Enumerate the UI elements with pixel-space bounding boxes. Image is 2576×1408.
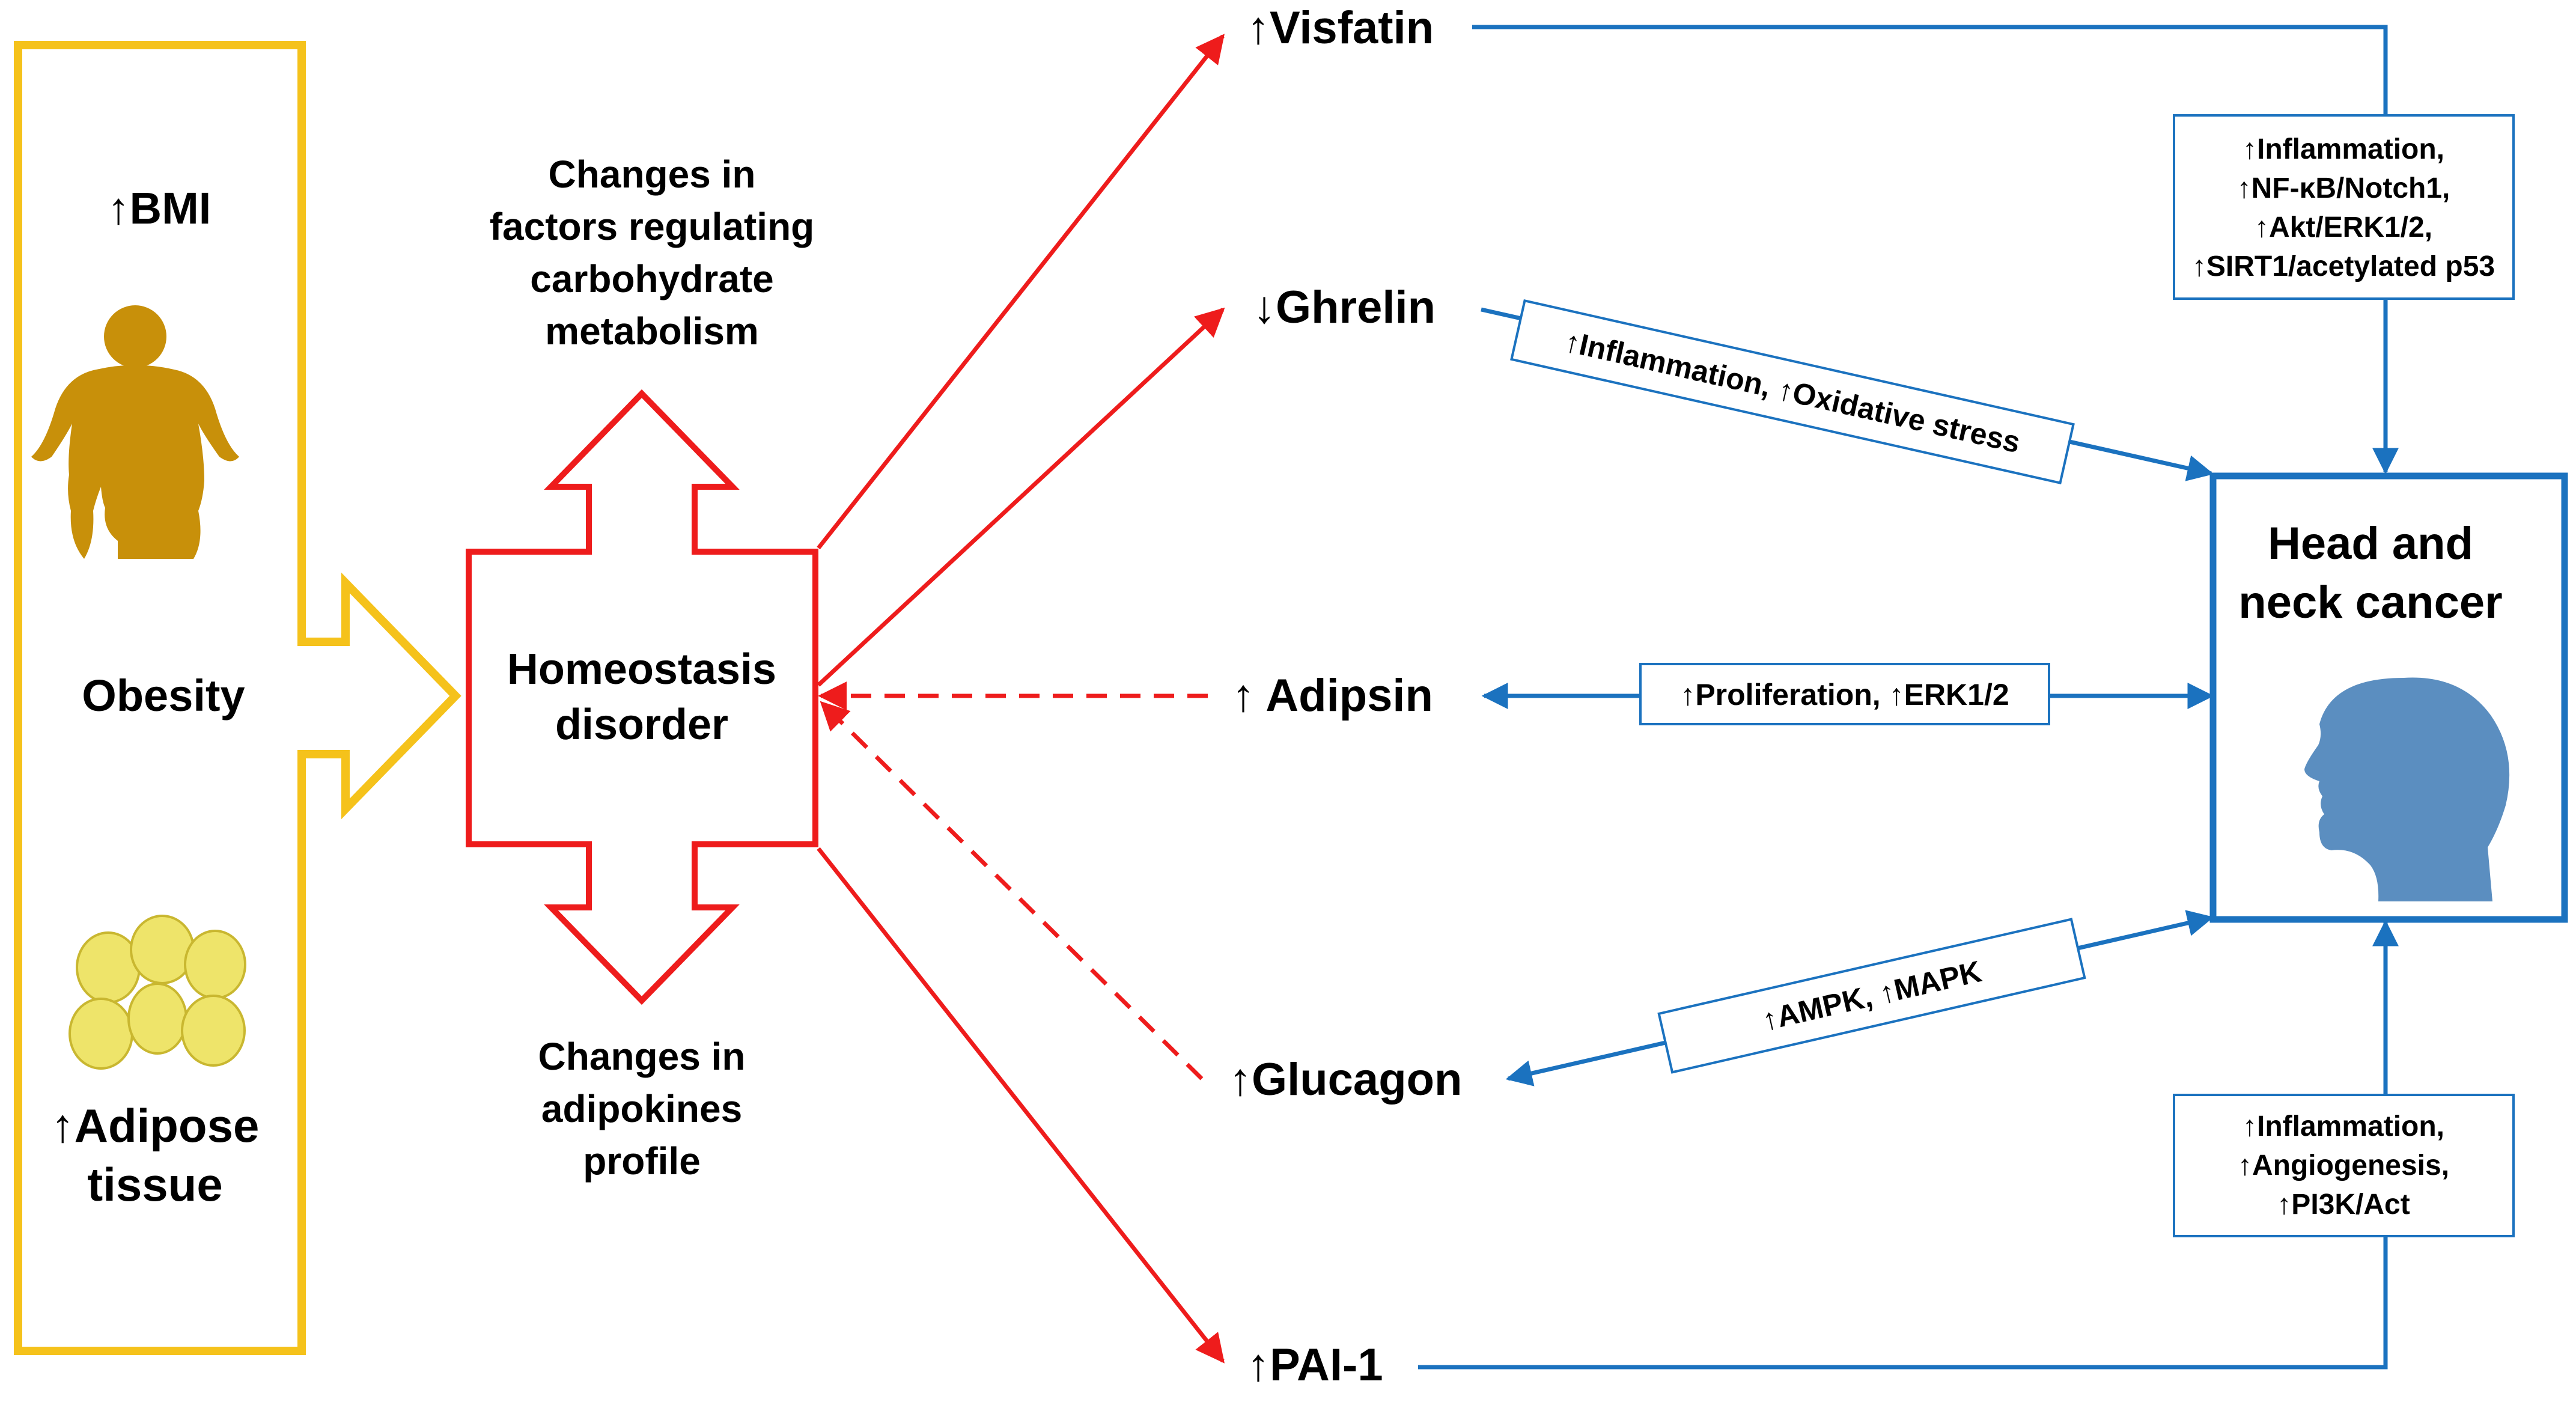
carbohydrate-label-line2: factors regulating (490, 205, 815, 248)
carbohydrate-label-line3: carbohydrate (530, 257, 773, 300)
ghrelin-mechanism-text: ↑Inflammation, ↑Oxidative stress (1562, 324, 2024, 459)
adipose-label-line2: tissue (87, 1158, 222, 1211)
adipsin-label: ↑ Adipsin (1232, 670, 1433, 721)
adipocyte-cluster-icon (69, 915, 246, 1070)
pai1-mechanism-line3: ↑PI3K/Act (2277, 1189, 2410, 1221)
pai1-mechanism-box (2173, 1094, 2515, 1237)
pai1-mechanism-line1: ↑Inflammation, (2243, 1111, 2444, 1142)
arrow-to-pai1 (817, 847, 1225, 1364)
cancer-label-line2: neck cancer (2238, 577, 2502, 628)
homeostasis-label-line2: disorder (555, 701, 728, 749)
pai1-label: ↑PAI-1 (1247, 1339, 1383, 1391)
visfatin-pathway-line (1472, 25, 2399, 475)
carbohydrate-label-line4: metabolism (545, 309, 759, 353)
adipsin-mechanism-text: ↑Proliferation, ↑ERK1/2 (1680, 678, 2009, 712)
visfatin-label: ↑Visfatin (1247, 2, 1434, 53)
visfatin-mechanism-line1: ↑Inflammation, (2243, 133, 2444, 165)
homeostasis-disorder-shape (466, 389, 818, 1005)
glucagon-mechanism-box: ↑AMPK, ↑MAPK (1657, 918, 2086, 1074)
obesity-label: Obesity (82, 671, 245, 721)
visfatin-mechanism-line2: ↑NF-κB/Notch1, (2237, 172, 2450, 204)
arrow-to-visfatin (817, 34, 1225, 550)
ghrelin-mechanism-box: ↑Inflammation, ↑Oxidative stress (1510, 299, 2075, 485)
dashed-arrow-from-glucagon (820, 701, 1204, 1080)
carbohydrate-label-line1: Changes in (549, 153, 756, 196)
arrow-to-ghrelin (817, 307, 1225, 687)
glucagon-label: ↑Glucagon (1229, 1054, 1462, 1105)
visfatin-mechanism-line3: ↑Akt/ERK1/2, (2255, 212, 2432, 243)
ghrelin-label: ↓Ghrelin (1253, 282, 1436, 333)
visfatin-mechanism-box (2173, 114, 2515, 300)
cancer-label-line1: Head and (2268, 518, 2473, 569)
human-head-profile-icon (2304, 677, 2510, 901)
bmi-label: ↑BMI (108, 183, 212, 233)
person-silhouette-icon (31, 305, 239, 559)
visfatin-mechanism-line4: ↑SIRT1/acetylated p53 (2192, 251, 2495, 282)
adipsin-mechanism-box (1639, 663, 2050, 725)
adipokines-label-line3: profile (583, 1139, 701, 1183)
homeostasis-label-line1: Homeostasis (507, 645, 776, 693)
pai1-mechanism-line2: ↑Angiogenesis, (2238, 1150, 2449, 1181)
adipokines-label-line2: adipokines (541, 1087, 742, 1130)
adipose-label-line1: ↑Adipose (51, 1099, 260, 1152)
pai1-pathway-line (1418, 919, 2399, 1370)
adipokines-label-line1: Changes in (538, 1035, 746, 1078)
